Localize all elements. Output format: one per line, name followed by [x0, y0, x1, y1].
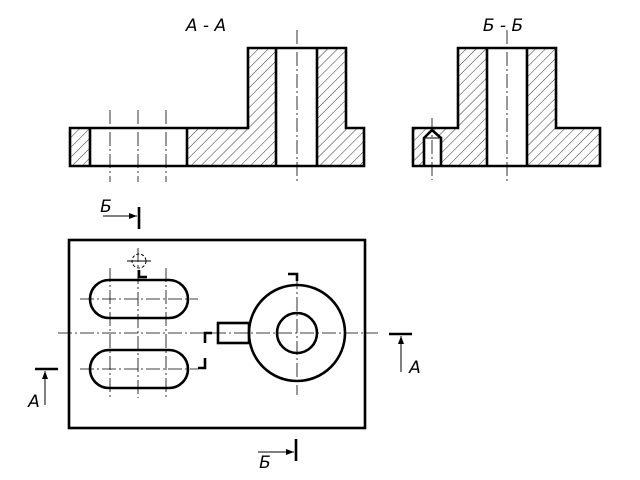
arrowhead-a-left: [42, 371, 48, 379]
section-b-b-title: Б - Б: [483, 16, 523, 36]
hatch-boss-right-wall: [317, 48, 346, 166]
hatch-middle-base: [187, 128, 248, 166]
cut-mark-b-bottom: Б: [258, 439, 298, 473]
section-b-b-view: Б - Б: [411, 16, 602, 182]
plan-view: [58, 238, 378, 430]
section-b-b-outline: [411, 46, 602, 168]
hatch-boss-left-wall: [248, 48, 276, 166]
cut-label-a-right: А: [408, 358, 421, 378]
arrowhead-b-top: [129, 213, 137, 219]
cut-label-a-left: А: [27, 392, 40, 412]
cut-mark-a-left: А: [27, 367, 58, 412]
cut-label-b-top: Б: [100, 197, 112, 217]
section-bend-upper: [137, 270, 147, 279]
hatch-boss-left-wall: [458, 48, 487, 166]
section-a-a-title: А - А: [185, 16, 226, 36]
cut-label-b-bottom: Б: [259, 453, 271, 473]
hatch-left-flange: [70, 128, 90, 166]
hatch-boss-right-wall: [527, 48, 556, 166]
section-bend-lower: [198, 358, 207, 370]
cut-mark-a-right: А: [389, 332, 421, 378]
arrowhead-b-bottom: [286, 449, 294, 455]
section-bend-boss: [288, 272, 299, 281]
cut-mark-b-top: Б: [100, 197, 141, 229]
section-bend-mid: [203, 331, 212, 343]
arrowhead-a-right: [398, 336, 404, 344]
drilled-hole-fill: [424, 130, 441, 166]
section-a-a-outline: [68, 46, 366, 168]
hatch-right-flange: [346, 128, 364, 166]
section-a-a-view: А - А: [68, 16, 366, 182]
base-plate-outline: [67, 238, 367, 430]
hatch-right-base: [556, 128, 600, 166]
